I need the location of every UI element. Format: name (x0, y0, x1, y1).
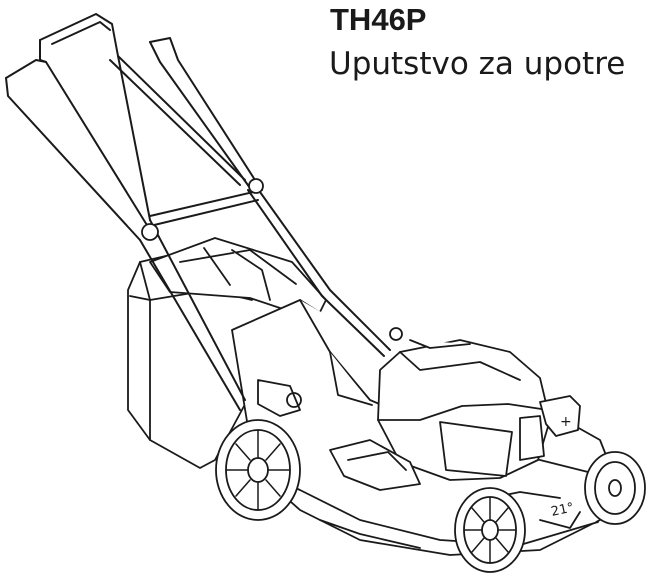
handle-knobs (142, 179, 402, 407)
deck-size-label: 21° (550, 500, 576, 519)
catcher-frame (150, 238, 326, 320)
rear-wheel (455, 488, 525, 572)
battery-pack: + (540, 396, 580, 436)
front-right-wheel (585, 452, 645, 524)
manual-subtitle: Uputstvo za upotre (329, 46, 626, 82)
front-left-wheel (216, 420, 300, 520)
height-adjust-lever (330, 440, 420, 490)
battery-plus-label: + (560, 414, 572, 430)
model-title: TH46P (330, 2, 427, 37)
safety-bar (258, 380, 300, 416)
mower-handle (6, 14, 390, 410)
